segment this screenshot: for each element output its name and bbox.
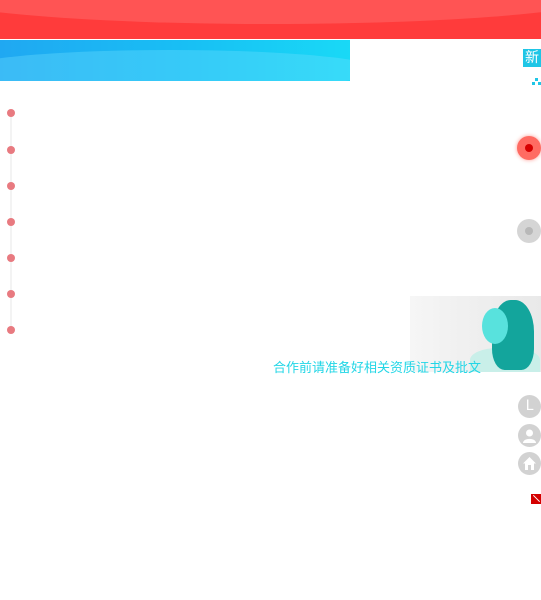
timeline-dot [7, 218, 15, 226]
timeline-dot [7, 182, 15, 190]
record-button[interactable] [517, 136, 541, 160]
close-corner-icon[interactable] [531, 494, 541, 504]
customer-service-photo [410, 296, 541, 372]
home-icon[interactable] [518, 452, 541, 475]
new-badge[interactable]: 新 [523, 49, 541, 67]
top-header-bar [0, 0, 541, 39]
timeline-dot [7, 254, 15, 262]
photo-figure-face [482, 308, 508, 344]
blue-title-banner [0, 40, 350, 81]
header-swoosh-decoration [0, 0, 541, 24]
timeline-dot [7, 146, 15, 154]
stop-button[interactable] [517, 219, 541, 243]
user-icon[interactable] [518, 424, 541, 447]
login-icon[interactable]: L [518, 395, 541, 418]
banner-swoosh-decoration [0, 50, 350, 81]
timeline-dot [7, 109, 15, 117]
grid-dots-icon[interactable] [531, 78, 541, 86]
notice-text: 合作前请准备好相关资质证书及批文 [273, 361, 482, 376]
timeline-dot [7, 326, 15, 334]
timeline-dot [7, 290, 15, 298]
